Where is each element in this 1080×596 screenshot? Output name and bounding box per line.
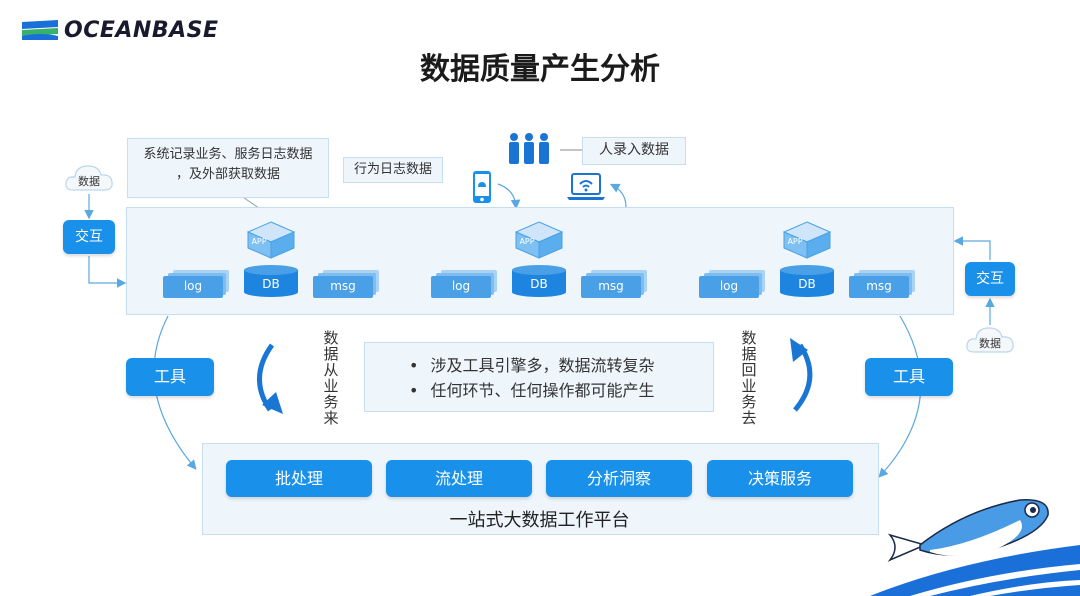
database-icon: [512, 265, 566, 297]
people-icon: [508, 132, 550, 168]
app-cube-icon: [514, 221, 564, 259]
flow-out-arrowhead: [790, 338, 808, 362]
log-stack-icon: [163, 270, 229, 298]
msg-label: msg: [330, 279, 356, 293]
fish-mascot-icon: [870, 499, 1080, 596]
phone-icon: [472, 170, 492, 208]
left-interact-button[interactable]: 交互: [63, 220, 115, 254]
left-cloud-label: 数据: [78, 175, 100, 188]
log-stack-icon: [431, 270, 497, 298]
cloud-icon: [966, 327, 1014, 353]
batch-processing-button[interactable]: 批处理: [226, 460, 372, 497]
app-label: APP: [519, 237, 535, 246]
right-interact-button[interactable]: 交互: [965, 262, 1015, 296]
app-label: APP: [251, 237, 267, 246]
right-cloud-label: 数据: [979, 337, 1001, 350]
page-title: 数据质量产生分析: [420, 52, 660, 87]
db-label: DB: [262, 277, 280, 291]
right-interact-arrow: [953, 236, 991, 260]
right-tool-button[interactable]: 工具: [865, 358, 953, 396]
app-group: APP log DB msg: [431, 220, 651, 300]
log-label: log: [451, 279, 471, 293]
platform-label: 一站式大数据工作平台: [449, 510, 630, 531]
note-item: 涉及工具引擎多，数据流转复杂: [409, 353, 713, 378]
left-interact-arrow: [88, 256, 127, 288]
laptop-arrow: [609, 183, 627, 208]
decision-service-button[interactable]: 决策服务: [707, 460, 853, 497]
msg-label: msg: [866, 279, 892, 293]
note-item: 任何环节、任何操作都可能产生: [409, 378, 713, 403]
oceanbase-logo: [20, 18, 60, 42]
left-tool-button[interactable]: 工具: [126, 358, 214, 396]
log-stack-icon: [699, 270, 765, 298]
analysis-insight-button[interactable]: 分析洞察: [546, 460, 692, 497]
app-group: APP log DB msg: [699, 220, 919, 300]
logo-text: OCEANBASE: [64, 18, 219, 43]
app-cube-icon: [246, 221, 296, 259]
cloud-icon: [65, 165, 113, 191]
logo-mark-icon: [22, 20, 58, 40]
center-notes-box: 涉及工具引擎多，数据流转复杂 任何环节、任何操作都可能产生: [364, 342, 714, 412]
phone-arrow: [497, 183, 521, 210]
msg-stack-icon: [313, 270, 379, 298]
log-label: log: [719, 279, 739, 293]
database-icon: [244, 265, 298, 297]
right-data-cloud: 数据: [964, 322, 1016, 356]
app-cube-icon: [782, 221, 832, 259]
right-loop-arrow: [878, 315, 922, 478]
flow-out-text: 数据回业务去: [741, 329, 757, 427]
app-group: APP log DB msg: [163, 220, 383, 300]
db-label: DB: [530, 277, 548, 291]
log-label: log: [183, 279, 203, 293]
flow-in-arrowhead: [262, 392, 283, 414]
database-icon: [780, 265, 834, 297]
system-log-line-1: 系统记录业务、服务日志数据: [143, 147, 313, 162]
db-label: DB: [798, 277, 816, 291]
behavior-log-label: 行为日志数据: [343, 157, 443, 183]
left-data-cloud: 数据: [63, 160, 115, 194]
flow-in-text: 数据从业务来: [323, 329, 339, 427]
app-label: APP: [787, 237, 803, 246]
msg-stack-icon: [581, 270, 647, 298]
system-log-line-2: ，及外部获取数据: [175, 167, 280, 182]
laptop-wifi-icon: [566, 172, 606, 206]
system-log-callout: 系统记录业务、服务日志数据 ，及外部获取数据: [127, 138, 329, 198]
msg-stack-icon: [849, 270, 915, 298]
stream-processing-button[interactable]: 流处理: [386, 460, 532, 497]
manual-entry-label: 人录入数据: [582, 137, 686, 165]
msg-label: msg: [598, 279, 624, 293]
